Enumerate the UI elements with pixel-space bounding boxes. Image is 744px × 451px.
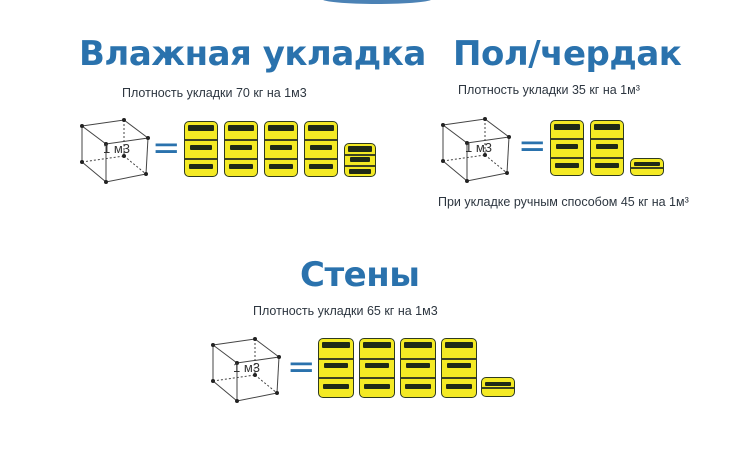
wet-title: Влажная укладка bbox=[79, 34, 426, 74]
walls-bag-4 bbox=[441, 338, 477, 398]
wet-density: Плотность укладки 70 кг на 1м3 bbox=[122, 86, 307, 100]
wet-bag-2 bbox=[224, 121, 258, 177]
walls-bag-partial bbox=[481, 377, 515, 397]
floor-cube-icon bbox=[441, 117, 513, 183]
floor-cube-label: 1 м3 bbox=[465, 140, 493, 155]
wet-bag-1 bbox=[184, 121, 218, 177]
wet-bag-4 bbox=[304, 121, 338, 177]
wet-cube-label: 1 м3 bbox=[103, 141, 131, 156]
walls-density: Плотность укладки 65 кг на 1м3 bbox=[253, 304, 438, 318]
walls-title: Стены bbox=[300, 255, 420, 295]
walls-bag-1 bbox=[318, 338, 354, 398]
walls-cube-label: 1 м3 bbox=[233, 360, 261, 375]
walls-cube-icon bbox=[211, 337, 283, 403]
floor-manual-note: При укладке ручным способом 45 кг на 1м³ bbox=[438, 195, 689, 209]
floor-density: Плотность укладки 35 кг на 1м³ bbox=[458, 83, 640, 97]
floor-equals: = bbox=[518, 126, 547, 166]
top-decoration bbox=[322, 0, 432, 4]
wet-cube-icon bbox=[80, 118, 152, 184]
floor-bag-partial bbox=[630, 158, 664, 176]
walls-bag-3 bbox=[400, 338, 436, 398]
walls-equals: = bbox=[287, 347, 316, 387]
floor-title: Пол/чердак bbox=[453, 34, 682, 74]
walls-bag-2 bbox=[359, 338, 395, 398]
floor-bag-1 bbox=[550, 120, 584, 176]
wet-equals: = bbox=[152, 128, 181, 168]
wet-bag-partial bbox=[344, 143, 376, 177]
wet-bag-3 bbox=[264, 121, 298, 177]
floor-bag-2 bbox=[590, 120, 624, 176]
